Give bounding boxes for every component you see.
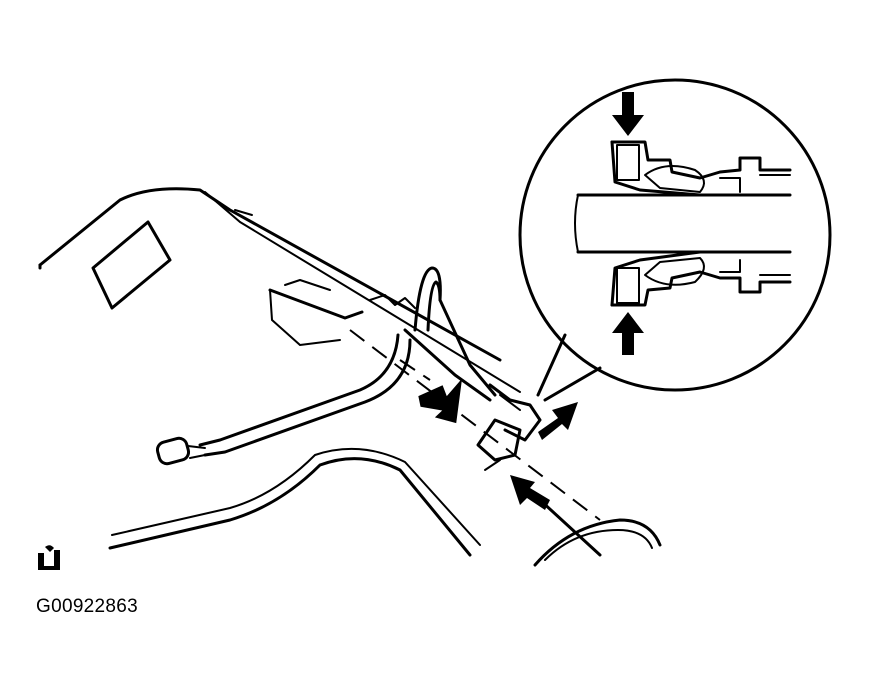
- fuel-hoses: [155, 266, 542, 471]
- push-arrow-1: [418, 378, 463, 424]
- arrow-icon: [612, 312, 644, 355]
- arrow-icon: [538, 402, 578, 440]
- hose-end-fitting: [155, 436, 191, 466]
- detail-callout: [518, 78, 832, 402]
- push-arrow-3: [510, 475, 550, 510]
- tank-label-plate: [91, 220, 172, 310]
- arrow-icon: [418, 378, 463, 424]
- arrow-icon: [612, 92, 644, 136]
- arrow-icon: [510, 475, 550, 510]
- figure-id-label: G00922863: [36, 596, 139, 617]
- push-arrow-2: [538, 402, 578, 440]
- fuel-tank: [38, 187, 662, 567]
- center-lines: [349, 329, 601, 521]
- quick-connector: [476, 383, 542, 471]
- oil-can-icon: [38, 545, 60, 570]
